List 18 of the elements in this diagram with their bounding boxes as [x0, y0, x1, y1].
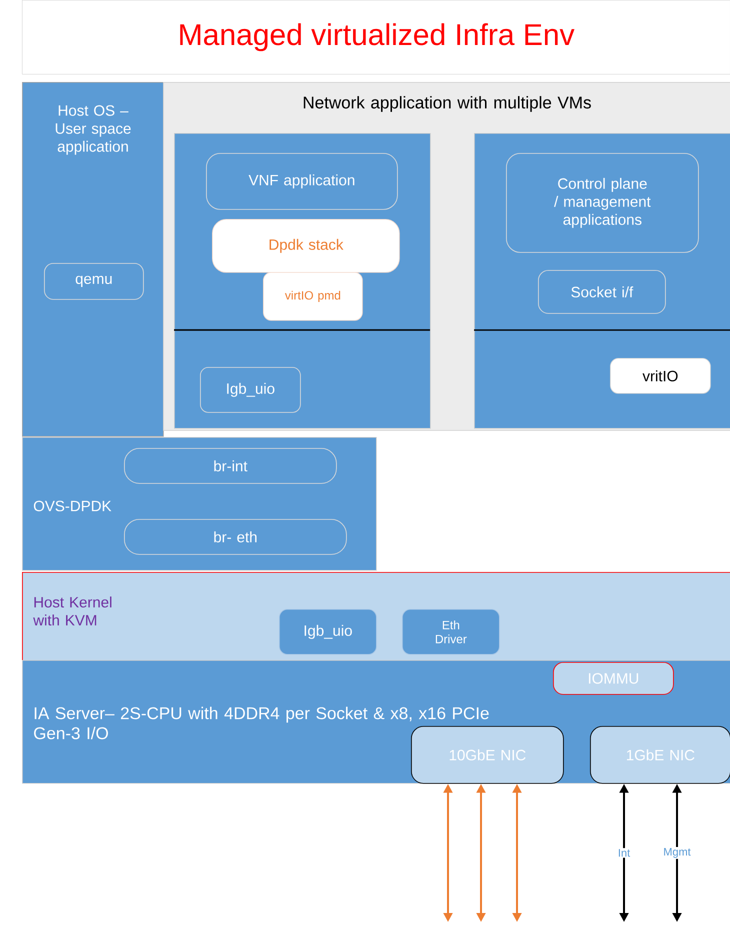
bridge-box: br-int [124, 448, 337, 484]
iommu-box: IOMMU [553, 662, 674, 695]
nic-box: 10GbE NIC [411, 726, 564, 784]
process-box: vritIO [610, 358, 711, 394]
process-box: Control plane / management applications [506, 153, 699, 253]
process-box: Dpdk stack [212, 219, 400, 273]
bridge-box: br- eth [124, 519, 347, 555]
title-box: Managed virtualized Infra Env [22, 0, 730, 74]
edge-label: Int [616, 848, 632, 858]
edge-label: Mgmt [662, 846, 692, 859]
process-box: qemu [44, 263, 144, 300]
nic-box: 1GbE NIC [590, 726, 730, 784]
process-box: virtIO pmd [263, 272, 363, 321]
process-box: VNF application [206, 153, 398, 210]
process-box: Socket i/f [538, 270, 666, 314]
process-box: Igb_uio [279, 609, 377, 655]
process-box: Eth Driver [402, 609, 500, 655]
process-box: Igb_uio [200, 367, 301, 413]
